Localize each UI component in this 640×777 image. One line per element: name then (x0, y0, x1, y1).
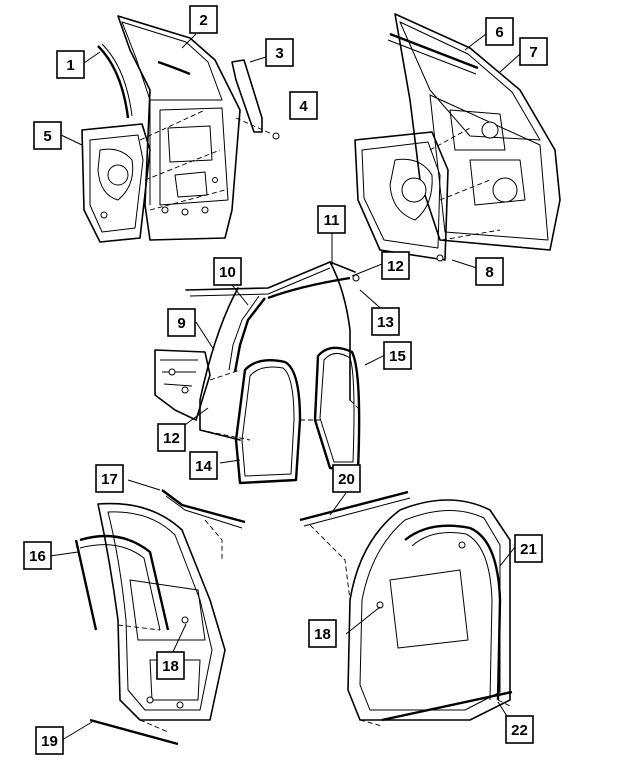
callout-21: 21 (514, 534, 543, 563)
callout-box (157, 423, 186, 452)
callout-16: 16 (23, 541, 52, 570)
callout-label: 5 (43, 128, 51, 145)
rear-door-seal (79, 534, 170, 631)
callout-label: 8 (485, 264, 493, 281)
callout-label: 7 (529, 44, 537, 61)
callout-label: 9 (177, 315, 185, 332)
a-pillar-seal (233, 297, 266, 373)
callout-label: 12 (163, 430, 180, 447)
callout-14: 14 (189, 451, 218, 480)
callout-18: 18 (308, 619, 337, 648)
callout-12: 12 (157, 423, 186, 452)
callout-box (383, 341, 412, 370)
callout-label: 6 (495, 24, 503, 41)
glass-run-channel (157, 60, 191, 76)
callout-label: 13 (377, 314, 394, 331)
callout-4: 4 (289, 91, 318, 120)
callout-box (381, 251, 410, 280)
callout-15: 15 (383, 341, 412, 370)
callout-box (371, 307, 400, 336)
callout-label: 18 (162, 658, 179, 675)
callout-box (35, 726, 64, 755)
callout-label: 1 (66, 57, 74, 74)
front-header-weatherstrip (299, 490, 409, 522)
callout-box (189, 5, 218, 34)
callout-17: 17 (95, 464, 124, 493)
callout-label: 22 (511, 722, 528, 739)
callout-box (189, 451, 218, 480)
callout-label: 16 (29, 548, 46, 565)
callout-box (519, 37, 548, 66)
cab-opening-assembly (154, 261, 361, 485)
callout-box (514, 534, 543, 563)
callout-9: 9 (167, 308, 196, 337)
callout-19: 19 (35, 726, 64, 755)
rear-opening-assembly (74, 489, 246, 746)
callout-box (167, 308, 196, 337)
callout-3: 3 (265, 38, 294, 67)
callout-1: 1 (56, 50, 85, 79)
front-door-seal (404, 524, 502, 701)
callout-label: 21 (520, 541, 537, 558)
leader-lines (49, 33, 521, 741)
front-belt-weatherstrip (389, 32, 479, 70)
callout-10: 10 (213, 257, 242, 286)
callout-8: 8 (475, 257, 504, 286)
callout-box (213, 257, 242, 286)
callout-label: 2 (199, 12, 207, 29)
callout-box (317, 205, 346, 234)
callout-label: 4 (299, 98, 308, 115)
callout-box (156, 651, 185, 680)
front-door-opening-seal (234, 359, 302, 485)
screw (272, 132, 280, 140)
front-door-assembly (354, 13, 561, 262)
callout-11: 11 (317, 205, 346, 234)
roof-header-weatherstrip (161, 489, 246, 524)
callout-label: 15 (389, 348, 406, 365)
front-opening-assembly (299, 490, 513, 727)
callout-label: 17 (101, 471, 118, 488)
callout-box (33, 121, 62, 150)
callout-box (289, 91, 318, 120)
callout-7: 7 (519, 37, 548, 66)
callout-label: 3 (275, 45, 283, 62)
callout-12: 12 (381, 251, 410, 280)
rear-sill-plate (89, 718, 179, 746)
callout-20: 20 (332, 464, 361, 493)
callout-label: 14 (195, 458, 212, 475)
callout-box (23, 541, 52, 570)
callout-box (332, 464, 361, 493)
callout-label: 20 (338, 471, 355, 488)
callout-13: 13 (371, 307, 400, 336)
callout-box (475, 257, 504, 286)
callout-box (308, 619, 337, 648)
callout-box (505, 715, 534, 744)
callout-label: 19 (41, 733, 58, 750)
belt-weatherstrip (97, 45, 130, 119)
callout-5: 5 (33, 121, 62, 150)
callout-label: 10 (219, 264, 236, 281)
callout-box (56, 50, 85, 79)
roof-rail-seal (267, 276, 351, 300)
callout-label: 12 (387, 258, 404, 275)
callout-18: 18 (156, 651, 185, 680)
rear-door-assembly (81, 15, 280, 243)
rear-door-opening-seal (313, 346, 361, 472)
callout-2: 2 (189, 5, 218, 34)
callout-22: 22 (505, 715, 534, 744)
callout-label: 18 (314, 626, 331, 643)
callout-box (265, 38, 294, 67)
callout-box (95, 464, 124, 493)
callout-6: 6 (485, 17, 514, 46)
b-pillar-applique (231, 59, 263, 133)
front-sill-plate (381, 690, 513, 722)
callout-box (485, 17, 514, 46)
callout-label: 11 (324, 212, 340, 229)
